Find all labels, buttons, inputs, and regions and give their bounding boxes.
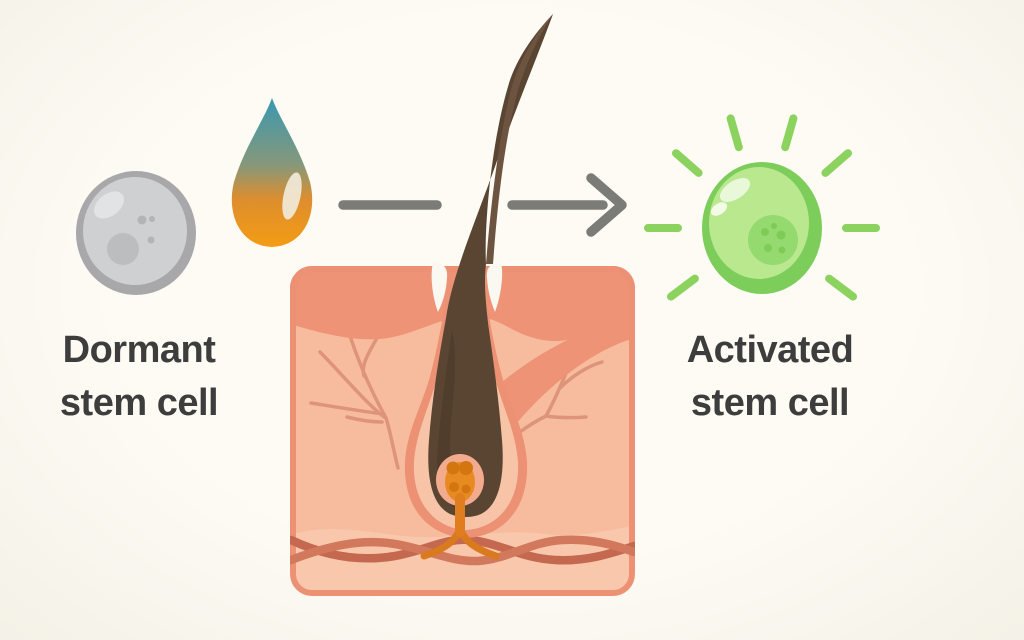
dormant-stem-cell-icon bbox=[76, 171, 196, 295]
cell-nucleus bbox=[107, 233, 139, 265]
arrow-right-icon bbox=[338, 173, 627, 237]
nucleus-granules bbox=[761, 223, 786, 254]
activated-stem-cell-icon bbox=[644, 114, 880, 301]
activated-label-line1: Activated bbox=[686, 329, 854, 371]
cell-highlight bbox=[719, 178, 751, 202]
arrow-head bbox=[586, 173, 627, 237]
glow-rays bbox=[644, 114, 880, 301]
cell-granule bbox=[149, 216, 155, 222]
cell-highlight bbox=[93, 191, 125, 219]
hair-shaft bbox=[428, 14, 553, 517]
papilla-lobes bbox=[446, 461, 473, 494]
cell-highlight-small bbox=[710, 202, 728, 216]
arrector-pili-muscle bbox=[490, 318, 635, 424]
dormant-stem-cell-label: Dormant stem cell bbox=[44, 324, 234, 430]
activated-label-line2: stem cell bbox=[690, 382, 850, 424]
dormant-label-line1: Dormant bbox=[62, 329, 216, 371]
hair-shaft-highlight bbox=[486, 14, 553, 264]
serum-droplet-icon bbox=[231, 98, 313, 247]
follicle-opening-gap bbox=[431, 263, 503, 312]
activated-stem-cell-label: Activated stem cell bbox=[675, 324, 865, 430]
cell-granule bbox=[147, 236, 155, 244]
droplet-highlight bbox=[282, 172, 302, 220]
cell-nucleus bbox=[748, 215, 798, 265]
cell-granule bbox=[137, 215, 147, 225]
capillary-vessels bbox=[309, 332, 604, 470]
dormant-label-line2: stem cell bbox=[59, 382, 219, 424]
